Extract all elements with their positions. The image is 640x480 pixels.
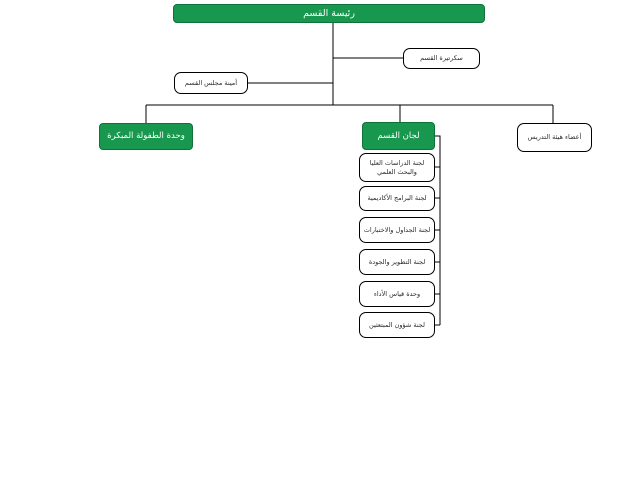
org-node-early-childhood-unit: وحدة الطفولة المبكرة	[99, 123, 193, 150]
org-node-department-head: رئيسة القسم	[173, 4, 485, 23]
org-node-department-secretary: سكرتيرة القسم	[403, 48, 480, 69]
org-node-committee-graduate-studies: لجنة الدراسات العليا والبحث العلمي	[359, 153, 435, 182]
org-node-committee-schedules-exams: لجنة الجداول والاختبارات	[359, 217, 435, 243]
org-node-faculty-members: أعضاء هيئة التدريس	[517, 123, 592, 152]
org-node-committee-scholarship-affairs: لجنة شؤون المبتعثين	[359, 312, 435, 338]
org-node-committees-head: لجان القسم	[362, 122, 435, 150]
org-node-performance-measurement-unit: وحدة قياس الأداء	[359, 281, 435, 307]
org-node-committee-development-quality: لجنة التطوير والجودة	[359, 249, 435, 275]
org-node-committee-academic-programs: لجنة البرامج الأكاديمية	[359, 186, 435, 211]
org-node-council-secretary: أمينة مجلس القسم	[174, 72, 248, 94]
